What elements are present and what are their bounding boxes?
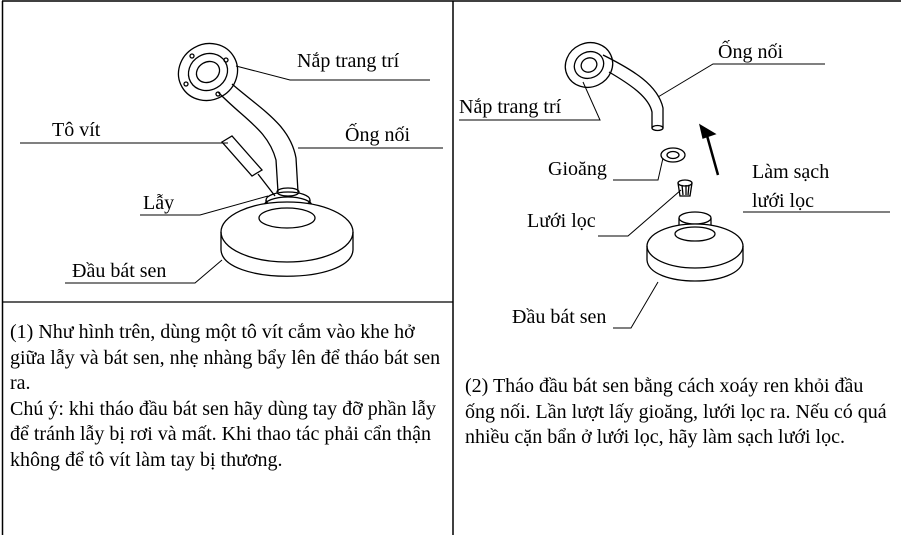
- label-latch: Lẫy: [143, 192, 175, 214]
- label-shower-head: Đầu bát sen: [72, 260, 167, 282]
- gasket-part: [660, 147, 686, 163]
- label-connecting-pipe: Ống nối: [718, 41, 783, 63]
- showerhead-removal-illustration: [20, 42, 443, 284]
- label-connecting-pipe: Ống nối: [345, 124, 410, 146]
- label-screwdriver: Tô vít: [52, 119, 101, 141]
- connecting-pipe-part: [217, 83, 300, 197]
- leader-lines: [20, 65, 443, 284]
- step-1-panel: Nắp trang trí Tô vít Ống nối Lẫy Đầu bát…: [10, 42, 446, 473]
- shower-head-part: [646, 211, 744, 282]
- decorative-cover-part: [177, 42, 239, 102]
- connecting-pipe-part: [602, 54, 664, 132]
- label-filter: Lưới lọc: [527, 210, 596, 232]
- label-gasket: Gioăng: [548, 158, 607, 180]
- arrow-up-icon: [699, 123, 720, 176]
- shower-head-part: [220, 201, 354, 277]
- label-decorative-cover: Nắp trang trí: [459, 96, 562, 118]
- decorative-cover-part: [564, 41, 614, 89]
- filter-cleaning-illustration: [459, 41, 890, 329]
- leader-lines: [459, 63, 890, 329]
- step-2-panel: Ống nối Nắp trang trí Gioăng Làm sạch lư…: [453, 0, 901, 535]
- label-shower-head: Đầu bát sen: [512, 306, 607, 328]
- step-1-caption: (1) Như hình trên, dùng một tô vít cắm v…: [10, 320, 446, 473]
- screwdriver-part: [220, 135, 276, 197]
- label-clean-filter-line1: Làm sạch: [752, 161, 830, 183]
- filter-part: [677, 179, 693, 197]
- label-clean-filter-line2: lưới lọc: [752, 190, 814, 212]
- label-decorative-cover: Nắp trang trí: [297, 50, 400, 72]
- step-2-caption: (2) Tháo đầu bát sen bằng cách xoáy ren …: [465, 375, 887, 448]
- step-1-note: Chú ý: khi tháo đầu bát sen hãy dùng tay…: [10, 397, 437, 471]
- step-1-instruction: (1) Như hình trên, dùng một tô vít cắm v…: [10, 321, 441, 394]
